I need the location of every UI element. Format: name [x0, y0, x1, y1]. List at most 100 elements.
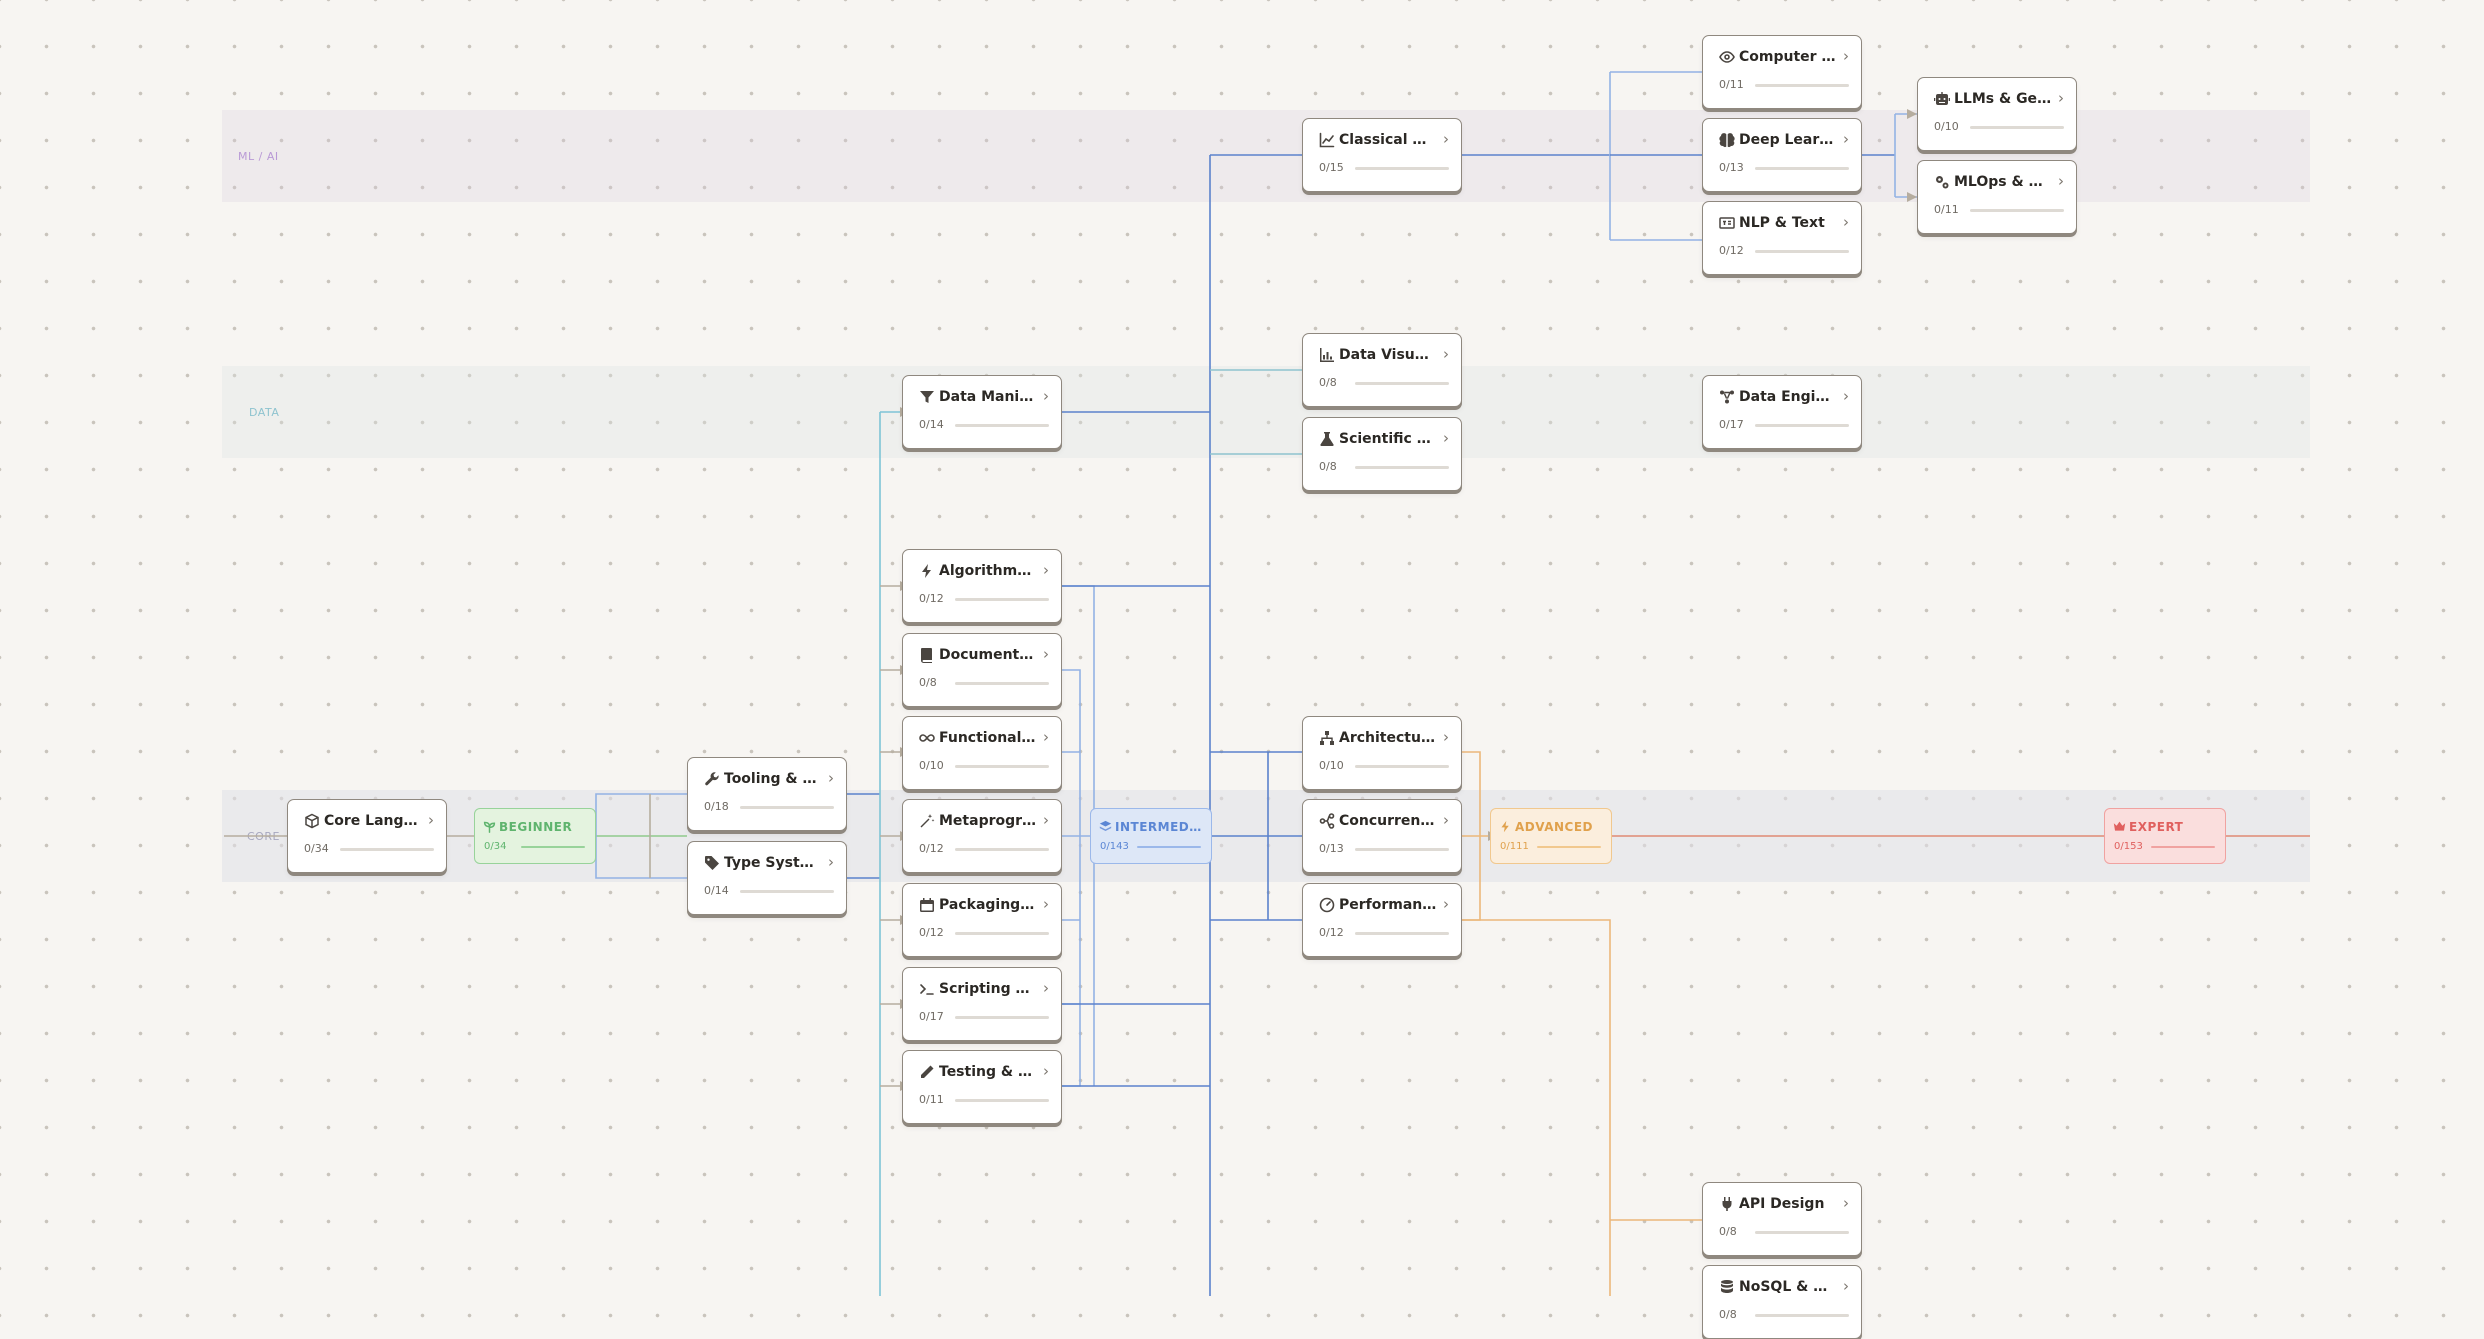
lane-label-data: DATA [249, 406, 280, 419]
node-data-visualization[interactable]: Data Visuali... › 0/8 [1302, 333, 1462, 407]
node-count: 0/8 [1319, 376, 1337, 389]
cube-icon [304, 813, 320, 829]
edge [595, 836, 687, 879]
node-documentation[interactable]: Documentat... › 0/8 [902, 633, 1062, 707]
node-scripting[interactable]: Scripting & ... › 0/17 [902, 967, 1062, 1041]
node-title: Data Visuali... [1339, 347, 1437, 363]
node-api-design[interactable]: API Design › 0/8 [1702, 1182, 1862, 1256]
node-concurrency[interactable]: Concurrency › 0/13 [1302, 799, 1462, 873]
node-data-engineering[interactable]: Data Engine... › 0/17 [1702, 375, 1862, 449]
node-metaprogramming[interactable]: Metaprogra... › 0/12 [902, 799, 1062, 873]
text-box-icon [1719, 215, 1735, 231]
node-title: Computer V... [1739, 49, 1837, 65]
book-icon [919, 647, 935, 663]
chevron-right-icon: › [1843, 1277, 1849, 1295]
git-fork-icon [1319, 813, 1335, 829]
node-progress-bar [955, 848, 1049, 851]
node-progress-bar [1755, 1314, 1849, 1317]
node-count: 0/8 [1319, 460, 1337, 473]
eye-icon [1719, 49, 1735, 65]
stage-label: BEGINNER [499, 820, 573, 834]
chevron-right-icon: › [2058, 172, 2064, 190]
plug-icon [1719, 1196, 1735, 1212]
stage-count: 0/143 [1100, 841, 1129, 852]
stage-label: INTERMEDIA... [1115, 820, 1205, 834]
node-functional[interactable]: Functional ... › 0/10 [902, 716, 1062, 790]
node-progress-bar [1355, 466, 1449, 469]
database-icon [1719, 1279, 1735, 1295]
crown-icon [2113, 820, 2126, 833]
node-count: 0/13 [1319, 842, 1344, 855]
chevron-right-icon: › [1443, 429, 1449, 447]
node-count: 0/11 [1934, 203, 1959, 216]
chevron-right-icon: › [1043, 387, 1049, 405]
stage-intermediate[interactable]: INTERMEDIA... 0/143 [1090, 808, 1212, 864]
node-scientific-computing[interactable]: Scientific Co... › 0/8 [1302, 417, 1462, 491]
node-nosql[interactable]: NoSQL & Ca... › 0/8 [1702, 1265, 1862, 1339]
node-title: Algorithms ... [939, 563, 1037, 579]
stage-count: 0/111 [1500, 841, 1529, 852]
node-data-manipulation[interactable]: Data Manipu... › 0/14 [902, 375, 1062, 449]
node-title: Packaging & ... [939, 897, 1037, 913]
node-type-system[interactable]: Type System › 0/14 [687, 841, 847, 915]
filter-icon [919, 389, 935, 405]
chevron-right-icon: › [1443, 895, 1449, 913]
node-progress-bar [955, 1099, 1049, 1102]
layers-icon [1099, 820, 1112, 833]
node-count: 0/12 [919, 926, 944, 939]
lane-data: DATA [222, 366, 2310, 458]
node-count: 0/11 [919, 1093, 944, 1106]
node-performance[interactable]: Performanc... › 0/12 [1302, 883, 1462, 957]
node-title: Deep Learni... [1739, 132, 1837, 148]
chevron-right-icon: › [828, 769, 834, 787]
pencil-icon [919, 1064, 935, 1080]
node-testing[interactable]: Testing & Qu... › 0/11 [902, 1050, 1062, 1124]
node-progress-bar [1355, 382, 1449, 385]
chevron-right-icon: › [1043, 1062, 1049, 1080]
stage-progress-bar [2151, 846, 2215, 848]
stage-label: EXPERT [2129, 820, 2184, 834]
stage-count: 0/34 [484, 841, 507, 852]
node-algorithms[interactable]: Algorithms ... › 0/12 [902, 549, 1062, 623]
edge [880, 585, 900, 1087]
chevron-right-icon: › [1443, 728, 1449, 746]
stage-beginner[interactable]: BEGINNER 0/34 [474, 808, 596, 864]
node-title: Performanc... [1339, 897, 1437, 913]
node-mlops[interactable]: MLOps & M... › 0/11 [1917, 160, 2077, 234]
node-count: 0/10 [919, 759, 944, 772]
node-packaging[interactable]: Packaging & ... › 0/12 [902, 883, 1062, 957]
node-architecture[interactable]: Architectur... › 0/10 [1302, 716, 1462, 790]
node-tooling[interactable]: Tooling & En... › 0/18 [687, 757, 847, 831]
node-title: Concurrency [1339, 813, 1437, 829]
node-count: 0/14 [919, 418, 944, 431]
node-computer-vision[interactable]: Computer V... › 0/11 [1702, 35, 1862, 109]
gears-icon [1934, 174, 1950, 190]
stage-advanced[interactable]: ADVANCED 0/111 [1490, 808, 1612, 864]
node-title: API Design [1739, 1196, 1825, 1212]
node-count: 0/8 [919, 676, 937, 689]
node-title: NoSQL & Ca... [1739, 1279, 1837, 1295]
node-deep-learning[interactable]: Deep Learni... › 0/13 [1702, 118, 1862, 192]
chevron-right-icon: › [1043, 728, 1049, 746]
node-progress-bar [955, 598, 1049, 601]
node-title: Metaprogra... [939, 813, 1037, 829]
stage-label: ADVANCED [1515, 820, 1594, 834]
node-progress-bar [955, 1016, 1049, 1019]
stage-progress-bar [1137, 846, 1201, 848]
node-title: LLMs & Gen... [1954, 91, 2052, 107]
node-classical-ml[interactable]: Classical Ma... › 0/15 [1302, 118, 1462, 192]
sprout-icon [483, 820, 496, 833]
chevron-right-icon: › [1843, 213, 1849, 231]
node-count: 0/12 [919, 592, 944, 605]
node-title: Data Engine... [1739, 389, 1837, 405]
node-llms[interactable]: LLMs & Gen... › 0/10 [1917, 77, 2077, 151]
chevron-right-icon: › [828, 853, 834, 871]
node-title: Type System [724, 855, 822, 871]
node-progress-bar [1755, 1231, 1849, 1234]
edges-layer [224, 67, 2310, 1296]
node-core-language[interactable]: Core Langua... › 0/34 [287, 799, 447, 873]
node-nlp-text[interactable]: NLP & Text › 0/12 [1702, 201, 1862, 275]
chevron-right-icon: › [1043, 895, 1049, 913]
edge [595, 793, 687, 836]
stage-expert[interactable]: EXPERT 0/153 [2104, 808, 2226, 864]
